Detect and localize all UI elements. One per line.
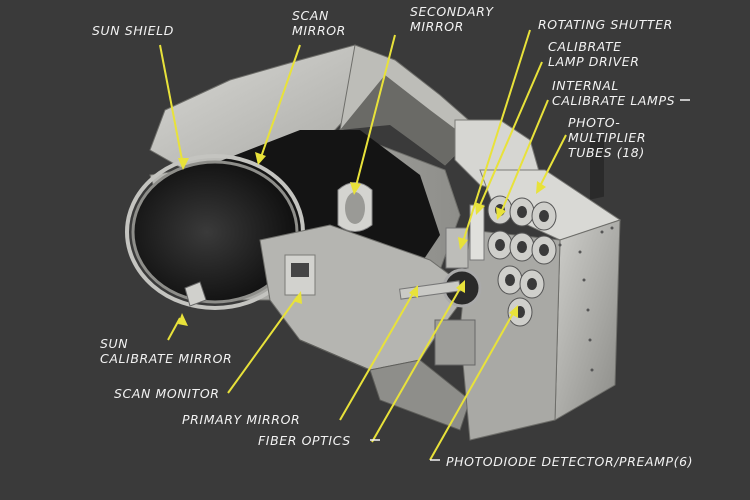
label-secondary-mirror: SECONDARY MIRROR (410, 4, 494, 34)
leader-scan-monitor (227, 295, 299, 394)
label-photomultiplier-tubes-line3: TUBES (18) (568, 145, 645, 160)
leader-lines (159, 29, 567, 461)
secondary-mirror-face (345, 192, 365, 224)
photomultiplier-tube-array (487, 195, 557, 327)
label-secondary-mirror-line1: SECONDARY (410, 4, 494, 19)
label-internal-calibrate-lamps: INTERNAL CALIBRATE LAMPS (552, 78, 675, 108)
scan-monitor-window (291, 263, 309, 277)
leader-photodiode-detector (429, 309, 516, 461)
label-sun-calibrate-mirror-line1: SUN (100, 336, 129, 351)
leader-internal-calibrate-lamps (499, 99, 549, 216)
label-photodiode-detector: PHOTODIODE DETECTOR/PREAMP(6) (446, 454, 694, 469)
label-primary-mirror: PRIMARY MIRROR (182, 412, 301, 427)
label-sun-calibrate-mirror: SUN CALIBRATE MIRROR (100, 336, 232, 366)
housing-roof-inner (340, 75, 470, 165)
label-calibrate-lamp-driver-line1: CALIBRATE (548, 39, 622, 54)
label-sun-shield: SUN SHIELD (92, 23, 174, 38)
label-internal-calibrate-lamps-line2: CALIBRATE LAMPS (552, 93, 676, 108)
leader-secondary-mirror (354, 34, 396, 191)
leader-sun-shield (159, 44, 184, 166)
electronics-nameplate (590, 136, 604, 200)
lower-chassis-front (299, 339, 471, 431)
label-photomultiplier-tubes: PHOTO- MULTIPLIER TUBES (18) (568, 115, 646, 160)
sun-calibrate-mirror-bracket (184, 281, 207, 307)
leader-rotating-shutter (461, 29, 531, 246)
leader-photomultiplier-tubes (537, 134, 567, 191)
label-internal-calibrate-lamps-line1: INTERNAL (552, 78, 619, 93)
label-scan-monitor: SCAN MONITOR (114, 386, 220, 401)
leader-sun-calibrate-mirror (167, 317, 181, 341)
electronics-box-side (554, 219, 621, 421)
leader-end-ticks (370, 99, 690, 461)
leader-fiber-optics (371, 284, 463, 443)
photodiode-detector-block (434, 319, 476, 366)
label-calibrate-lamp-driver: CALIBRATE LAMP DRIVER (548, 39, 640, 69)
label-rotating-shutter: ROTATING SHUTTER (538, 17, 673, 32)
leader-scan-mirror (259, 44, 301, 161)
label-secondary-mirror-line2: MIRROR (410, 19, 464, 34)
label-photomultiplier-tubes-line2: MULTIPLIER (568, 130, 647, 145)
label-photomultiplier-tubes-line1: PHOTO- (568, 115, 621, 130)
label-fiber-optics: FIBER OPTICS (258, 433, 351, 448)
leader-calibrate-lamp-driver (477, 61, 543, 211)
label-scan-mirror-line2: MIRROR (292, 23, 346, 38)
box-rivets (558, 226, 614, 372)
label-sun-calibrate-mirror-line2: CALIBRATE MIRROR (100, 351, 233, 366)
label-scan-mirror: SCAN MIRROR (292, 8, 346, 38)
leader-primary-mirror (339, 289, 416, 421)
label-scan-mirror-line1: SCAN (292, 8, 329, 23)
leader-arrowheads (178, 152, 546, 326)
label-calibrate-lamp-driver-line2: LAMP DRIVER (548, 54, 640, 69)
calibrate-lamp-driver-block (445, 227, 469, 269)
